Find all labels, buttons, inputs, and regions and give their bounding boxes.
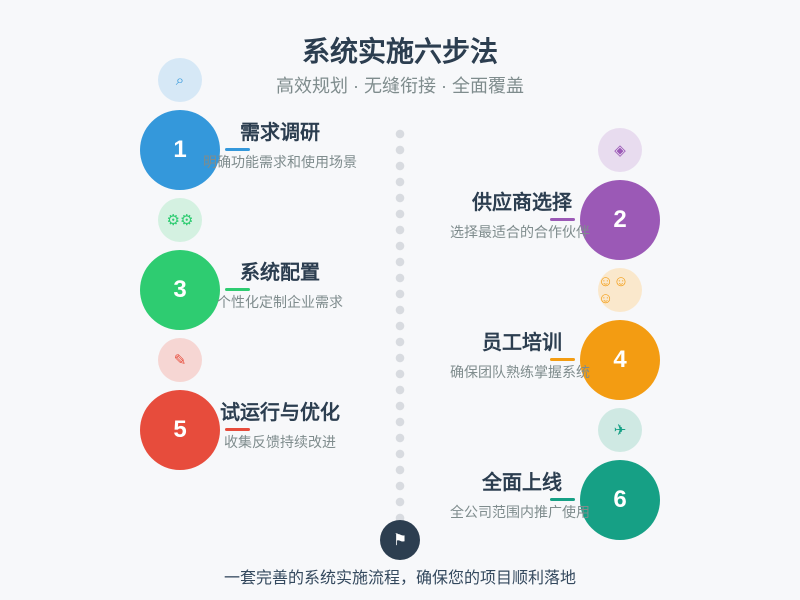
- step-6-number: 6: [580, 460, 660, 540]
- step-4-number: 4: [580, 320, 660, 400]
- end-glyph: ⚑: [392, 532, 408, 549]
- rocket-icon: ✈: [598, 408, 642, 452]
- step-1-number: 1: [140, 110, 220, 190]
- magnifier-icon: ⌕: [158, 58, 202, 102]
- step-3-title: 系统配置: [240, 262, 320, 284]
- step-4-description: 确保团队熟练掌握系统: [450, 364, 590, 380]
- handshake-icon: ◈: [598, 128, 642, 172]
- step-1-accent-bar: [225, 148, 250, 151]
- step-2-number: 2: [580, 180, 660, 260]
- step-4-accent-bar: [550, 358, 575, 361]
- step-5-title: 试运行与优化: [220, 402, 340, 424]
- step-1-title: 需求调研: [240, 122, 320, 144]
- step-2-description: 选择最适合的合作伙伴: [450, 224, 590, 240]
- step-6-title: 全面上线: [482, 472, 562, 494]
- step-4-title: 员工培训: [482, 332, 562, 354]
- step-6-accent-bar: [550, 498, 575, 501]
- timeline-dotted-line: [395, 126, 405, 522]
- footer-text: 一套完善的系统实施流程，确保您的项目顺利落地: [223, 570, 576, 587]
- page-subtitle: 高效规划 · 无缝衔接 · 全面覆盖: [276, 76, 524, 96]
- wrench-icon: ✎: [158, 338, 202, 382]
- step-5-number: 5: [140, 390, 220, 470]
- step-5-description: 收集反馈持续改进: [224, 434, 336, 450]
- gears-icon: ⚙⚙: [158, 198, 202, 242]
- step-1-description: 明确功能需求和使用场景: [203, 154, 357, 170]
- flag-icon: ⚑: [380, 520, 420, 560]
- step-2-title: 供应商选择: [472, 192, 572, 214]
- people-icon: ☺☺☺: [598, 268, 642, 312]
- page-title: 系统实施六步法: [301, 36, 498, 67]
- step-5-accent-bar: [225, 428, 250, 431]
- step-6-description: 全公司范围内推广使用: [450, 504, 590, 520]
- step-3-accent-bar: [225, 288, 250, 291]
- step-3-number: 3: [140, 250, 220, 330]
- step-2-accent-bar: [550, 218, 575, 221]
- step-3-description: 个性化定制企业需求: [217, 294, 343, 310]
